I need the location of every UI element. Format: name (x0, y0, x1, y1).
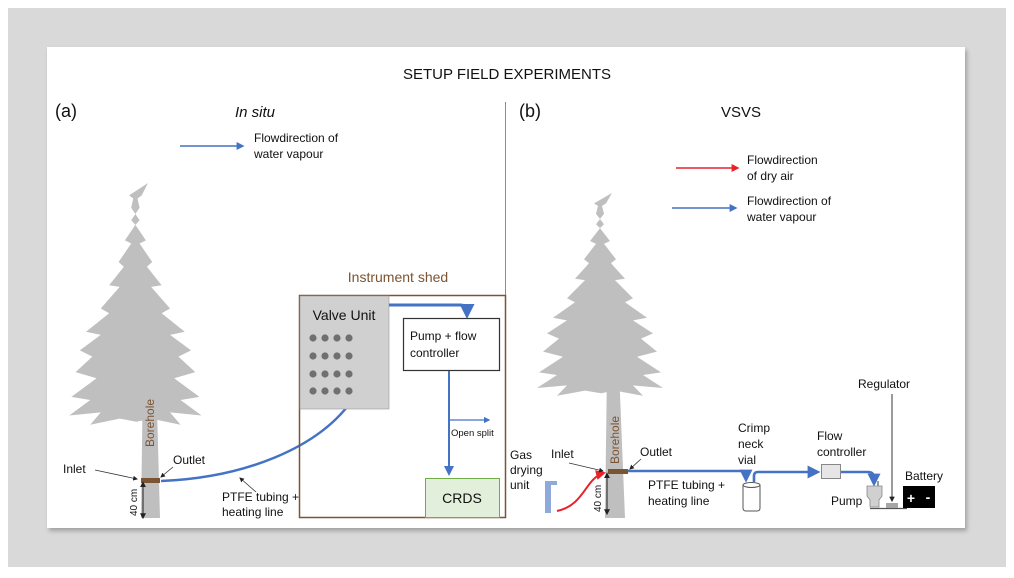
battery-minus: - (926, 489, 931, 505)
valve-unit-label: Valve Unit (313, 307, 376, 323)
vial-cap (742, 482, 761, 488)
tubing-label-1: PTFE tubing + (222, 490, 299, 504)
panel-a: (a) In situ Flowdirection of water vapou… (55, 101, 507, 520)
legend-vapour-b-text-2: water vapour (746, 210, 816, 224)
pump-nozzle (877, 481, 879, 486)
vial-label-1: Crimp (738, 421, 770, 435)
panel-b-tag: (b) (519, 101, 541, 121)
flow-controller-label-1: Flow (817, 429, 843, 443)
legend-vapour-text-2: water vapour (253, 147, 323, 161)
gas-drying-unit (545, 481, 557, 513)
panel-b-heading: VSVS (721, 104, 761, 121)
open-split-label: Open split (451, 428, 494, 439)
outlet-label-b: Outlet (640, 445, 673, 459)
tree-icon-b (537, 193, 663, 396)
borehole-label: Borehole (143, 399, 157, 447)
borehole-bar (141, 478, 160, 483)
pump-label-b: Pump (831, 494, 863, 508)
flow-controller-box (821, 464, 841, 479)
inlet-label-b: Inlet (551, 447, 574, 461)
legend-vapour-b-text-1: Flowdirection of (747, 194, 832, 208)
inlet-pointer-b (568, 462, 604, 473)
inlet-label: Inlet (63, 462, 86, 476)
tubing-label-b-1: PTFE tubing + (648, 478, 725, 492)
pump-icon (866, 485, 883, 508)
pump-flow-controller-box (402, 317, 501, 372)
tree-icon (69, 183, 202, 425)
valve-to-pump-flow (389, 303, 475, 319)
pump-label-2: controller (410, 346, 459, 360)
legend-dry-text-1: Flowdirection (747, 153, 818, 167)
crimp-neck-vial (742, 485, 761, 512)
depth-label: 40 cm (129, 489, 140, 516)
legend-dry-text-2: of dry air (747, 169, 794, 183)
regulator-label: Regulator (858, 377, 910, 391)
panel-b: (b) VSVS Flowdirection of dry air Flowdi… (510, 101, 943, 518)
crds-box (425, 478, 500, 518)
tubing-label-b-2: heating line (648, 494, 710, 508)
panel-a-heading: In situ (235, 104, 276, 121)
regulator-icon (886, 503, 898, 508)
outlet-pointer (160, 466, 174, 478)
vial-to-controller-flow (752, 465, 821, 482)
gas-drying-label-3: unit (510, 478, 530, 492)
legend-vapour-text-1: Flowdirection of (254, 131, 339, 145)
battery-label: Battery (905, 469, 943, 483)
gas-drying-label-1: Gas (510, 448, 532, 462)
borehole-bar-b (608, 469, 628, 474)
tubing-label-2: heating line (222, 505, 284, 519)
depth-label-b: 40 cm (593, 485, 604, 512)
flow-controller-label-2: controller (817, 445, 866, 459)
borehole-label-b: Borehole (608, 416, 622, 464)
vial-label-3: vial (738, 453, 756, 467)
battery-icon (903, 486, 935, 508)
valve-ports (309, 334, 353, 395)
battery-plus: + (907, 490, 915, 506)
outlet-pointer-b (629, 458, 642, 470)
crds-label: CRDS (442, 490, 482, 506)
ptfe-tubing-line (160, 393, 357, 483)
dry-air-flow (556, 470, 606, 512)
figure-title: SETUP FIELD EXPERIMENTS (403, 66, 611, 83)
shed-label: Instrument shed (348, 269, 448, 285)
tubing-pointer (239, 477, 257, 493)
tree-trunk-b (605, 370, 625, 518)
instrument-shed-box (298, 294, 507, 519)
inlet-pointer (94, 469, 138, 481)
panel-a-tag: (a) (55, 101, 77, 121)
ptfe-tubing-line-b (628, 469, 753, 483)
outlet-label: Outlet (173, 453, 206, 467)
gas-drying-label-2: drying (510, 463, 543, 477)
pump-label-1: Pump + flow (410, 329, 477, 343)
vial-label-2: neck (738, 437, 764, 451)
controller-to-pump-flow (841, 470, 881, 487)
